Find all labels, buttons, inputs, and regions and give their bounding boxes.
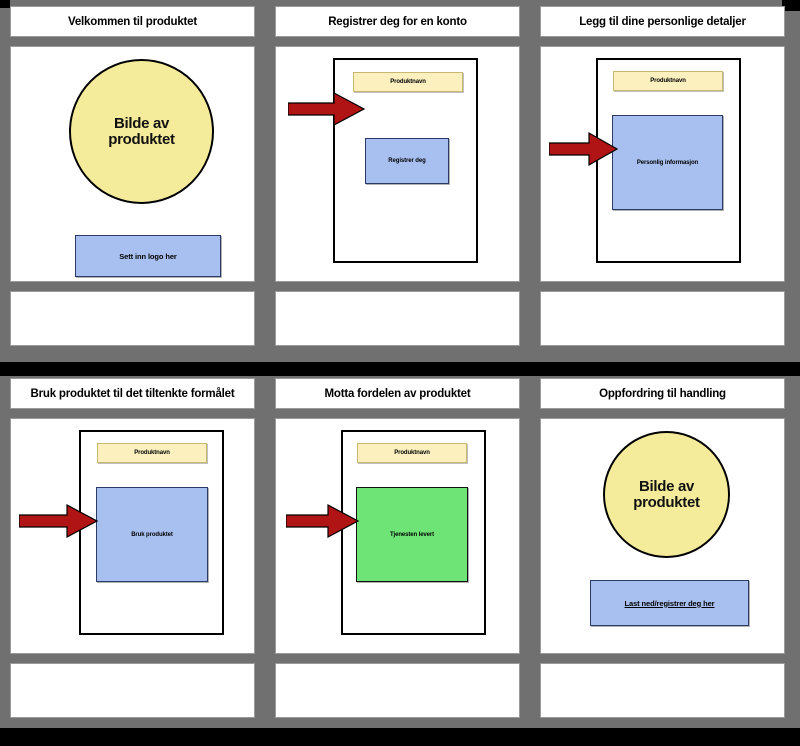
storyboard-cell-personal-details[interactable]: Legg til dine personlige detaljer Produk… bbox=[530, 6, 795, 356]
storyboard-cell-receive-benefit[interactable]: Motta fordelen av produktet Produktnavn … bbox=[265, 378, 530, 728]
cell-content-panel: Produktnavn Registrer deg bbox=[275, 46, 520, 282]
use-product-panel[interactable]: Bruk produktet bbox=[96, 487, 208, 582]
cell-notes-panel[interactable] bbox=[540, 663, 785, 718]
cell-title: Motta fordelen av produktet bbox=[324, 387, 471, 400]
storyboard-cell-welcome[interactable]: Velkommen til produktet Bilde av produkt… bbox=[0, 6, 265, 356]
product-image-label: Bilde av produktet bbox=[633, 477, 700, 511]
call-to-action-label: Last ned/registrer deg her bbox=[624, 598, 715, 608]
product-name-text: Produktnavn bbox=[394, 450, 430, 456]
signup-button-label: Registrer deg bbox=[388, 158, 426, 164]
title-content-gap bbox=[275, 409, 520, 418]
service-delivered-panel[interactable]: Tjenesten levert bbox=[356, 487, 468, 582]
product-name-label: Produktnavn bbox=[357, 443, 467, 463]
cell-title-bar: Registrer deg for en konto bbox=[275, 6, 520, 37]
logo-placeholder-label: Sett inn logo her bbox=[119, 251, 177, 261]
personal-info-label: Personlig informasjon bbox=[636, 159, 699, 166]
use-product-label: Bruk produktet bbox=[131, 531, 173, 538]
product-name-label: Produktnavn bbox=[353, 72, 463, 92]
cell-title-bar: Bruk produktet til det tiltenkte formåle… bbox=[10, 378, 255, 409]
cell-content-panel: Produktnavn Bruk produktet bbox=[10, 418, 255, 654]
title-content-gap bbox=[10, 37, 255, 46]
product-name-text: Produktnavn bbox=[134, 450, 170, 456]
corner-block-top-right bbox=[782, 0, 800, 11]
storyboard-row-2: Bruk produktet til det tiltenkte formåle… bbox=[0, 378, 800, 728]
title-content-gap bbox=[10, 409, 255, 418]
title-content-gap bbox=[540, 37, 785, 46]
product-image-circle: Bilde av produktet bbox=[603, 431, 730, 558]
screen-frame: Produktnavn Personlig informasjon bbox=[596, 58, 741, 263]
cell-content-panel: Bilde av produktet Sett inn logo her bbox=[10, 46, 255, 282]
storyboard-cell-signup[interactable]: Registrer deg for en konto Produktnavn R… bbox=[265, 6, 530, 356]
storyboard-row-1: Velkommen til produktet Bilde av produkt… bbox=[0, 6, 800, 356]
cell-title: Legg til dine personlige detaljer bbox=[579, 15, 746, 28]
personal-info-panel[interactable]: Personlig informasjon bbox=[612, 115, 723, 210]
logo-placeholder-button[interactable]: Sett inn logo her bbox=[75, 235, 221, 277]
cell-title: Bruk produktet til det tiltenkte formåle… bbox=[30, 387, 235, 400]
cell-notes-panel[interactable] bbox=[540, 291, 785, 346]
screen-frame: Produktnavn Registrer deg bbox=[333, 58, 478, 263]
bottom-black-bar bbox=[0, 728, 800, 746]
call-to-action-button[interactable]: Last ned/registrer deg her bbox=[590, 580, 749, 626]
product-image-label: Bilde av produktet bbox=[108, 114, 175, 148]
service-delivered-label: Tjenesten levert bbox=[389, 531, 435, 538]
product-image-circle: Bilde av produktet bbox=[69, 59, 214, 204]
title-content-gap bbox=[540, 409, 785, 418]
cell-title: Oppfordring til handling bbox=[599, 387, 726, 400]
signup-button[interactable]: Registrer deg bbox=[365, 138, 449, 184]
row-divider bbox=[0, 362, 800, 376]
storyboard-cell-use-product[interactable]: Bruk produktet til det tiltenkte formåle… bbox=[0, 378, 265, 728]
product-name-text: Produktnavn bbox=[650, 78, 686, 84]
storyboard-cell-call-to-action[interactable]: Oppfordring til handling Bilde av produk… bbox=[530, 378, 795, 728]
screen-frame: Produktnavn Bruk produktet bbox=[79, 430, 224, 635]
cell-content-panel: Produktnavn Personlig informasjon bbox=[540, 46, 785, 282]
cell-notes-panel[interactable] bbox=[10, 663, 255, 718]
screen-frame: Produktnavn Tjenesten levert bbox=[341, 430, 486, 635]
cell-title-bar: Velkommen til produktet bbox=[10, 6, 255, 37]
cell-title: Velkommen til produktet bbox=[68, 15, 197, 28]
cell-title-bar: Oppfordring til handling bbox=[540, 378, 785, 409]
pointer-arrow-icon bbox=[549, 131, 619, 167]
cell-title-bar: Motta fordelen av produktet bbox=[275, 378, 520, 409]
cell-notes-panel[interactable] bbox=[275, 663, 520, 718]
cell-title: Registrer deg for en konto bbox=[328, 15, 467, 28]
cell-notes-panel[interactable] bbox=[10, 291, 255, 346]
product-name-label: Produktnavn bbox=[613, 71, 723, 91]
cell-content-panel: Bilde av produktet Last ned/registrer de… bbox=[540, 418, 785, 654]
pointer-arrow-icon bbox=[19, 504, 99, 538]
cell-content-panel: Produktnavn Tjenesten levert bbox=[275, 418, 520, 654]
pointer-arrow-icon bbox=[286, 504, 360, 538]
title-content-gap bbox=[275, 37, 520, 46]
product-name-label: Produktnavn bbox=[97, 443, 207, 463]
cell-title-bar: Legg til dine personlige detaljer bbox=[540, 6, 785, 37]
cell-notes-panel[interactable] bbox=[275, 291, 520, 346]
product-name-text: Produktnavn bbox=[390, 79, 426, 85]
corner-block-top-left bbox=[0, 0, 10, 8]
pointer-arrow-icon bbox=[288, 92, 366, 126]
